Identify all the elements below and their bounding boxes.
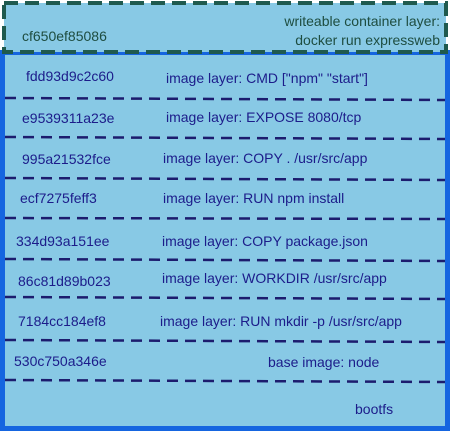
layer-description: image layer: COPY package.json: [162, 233, 368, 249]
layer-divider: [4, 96, 446, 102]
layer-divider: [4, 216, 446, 221]
layer-id: ecf7275feff3: [20, 190, 97, 206]
layer-description: image layer: RUN mkdir -p /usr/src/app: [160, 313, 402, 329]
layer-divider: [4, 378, 446, 384]
layer-description: image layer: EXPOSE 8080/tcp: [166, 109, 362, 125]
layer-id: 334d93a151ee: [16, 233, 110, 249]
layer-divider: [4, 257, 446, 263]
container-layer-id: cf650ef85086: [22, 28, 107, 44]
layer-description: image layer: CMD ["npm" "start"]: [166, 70, 368, 86]
layer-id: 7184cc184ef8: [18, 313, 106, 329]
layer-divider: [4, 295, 446, 301]
layer-description: base image: node: [268, 354, 380, 370]
layer-description: image layer: COPY . /usr/src/app: [163, 150, 368, 166]
container-layer-description: writeable container layer: docker run ex…: [284, 12, 440, 50]
layer-divider: [4, 338, 446, 344]
container-layer-box: [2, 1, 448, 54]
layer-id: e9539311a23e: [22, 110, 115, 126]
layer-id: 86c81d89b023: [18, 273, 111, 289]
image-stack-box: [0, 50, 450, 431]
layer-description: image layer: WORKDIR /usr/src/app: [162, 270, 387, 286]
layer-divider: [4, 135, 446, 141]
layer-description: image layer: RUN npm install: [163, 190, 345, 206]
container-layer-description-line1: writeable container layer:: [284, 13, 440, 29]
container-layer-description-line2: docker run expressweb: [295, 32, 440, 48]
layer-id: 530c750a346e: [14, 353, 107, 369]
layer-id: 995a21532fce: [22, 151, 111, 167]
layer-id: fdd93d9c2c60: [26, 68, 114, 84]
bootfs-label: bootfs: [355, 401, 394, 417]
layer-divider: [4, 176, 446, 182]
